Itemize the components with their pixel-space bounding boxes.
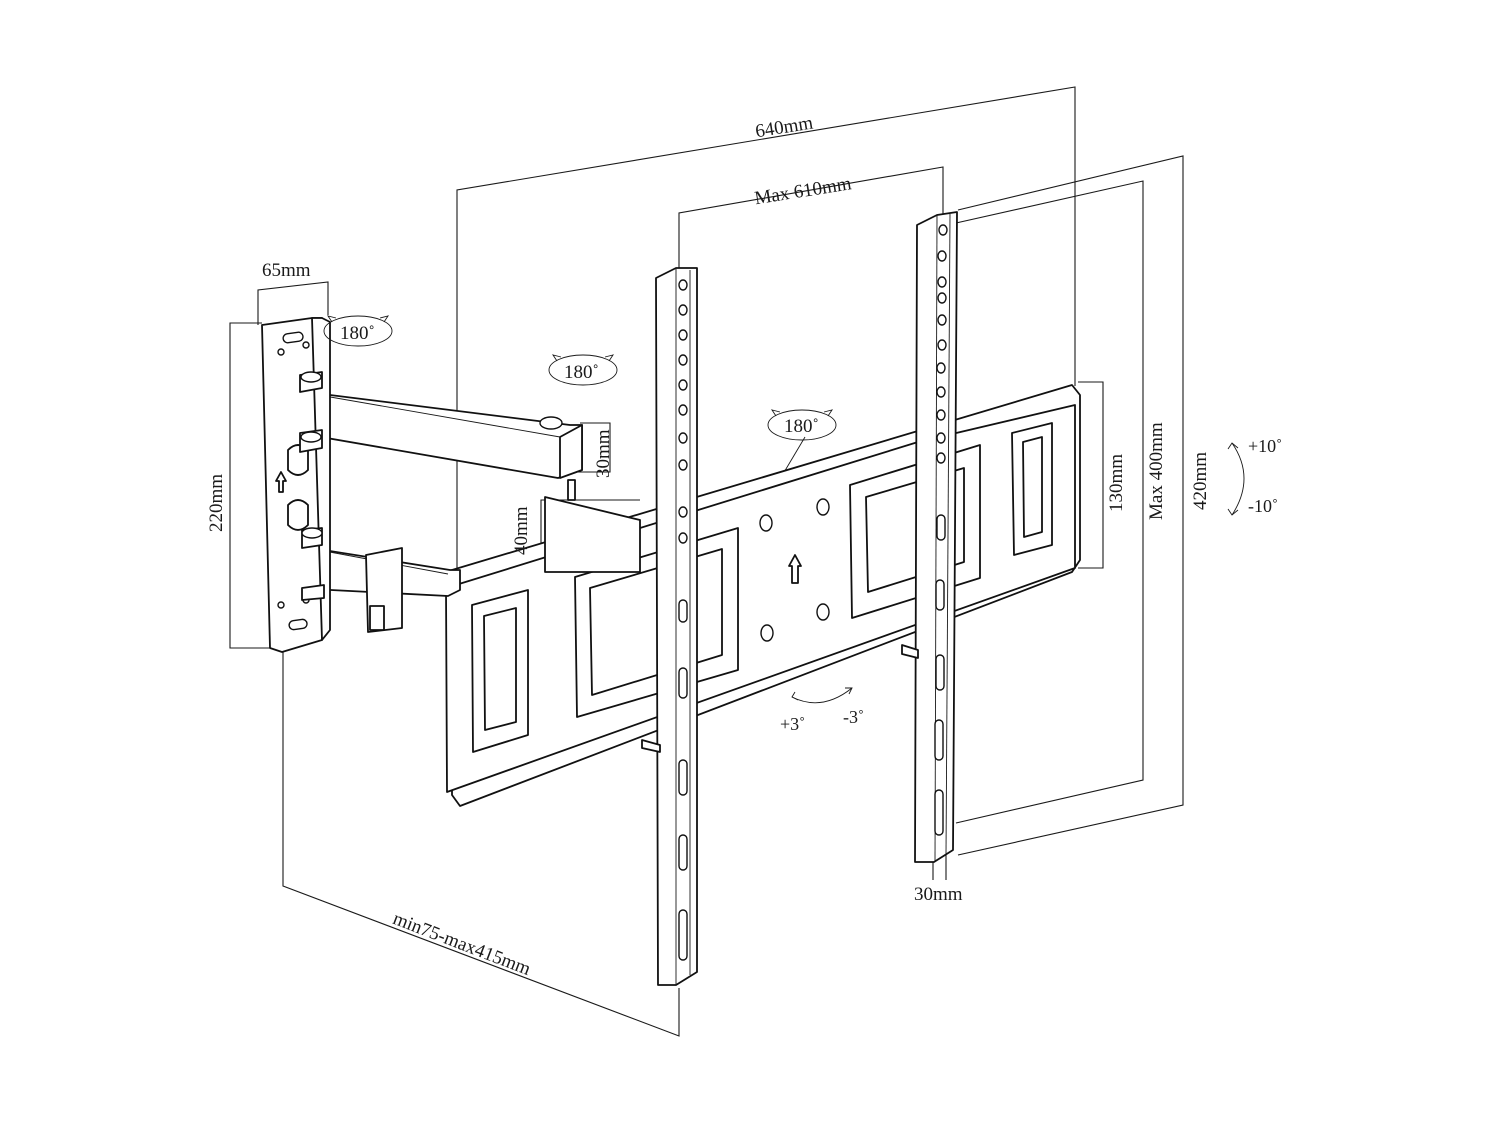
- label-arm-offset: 40mm: [511, 506, 532, 555]
- label-wall-plate-height: 220mm: [206, 474, 227, 532]
- label-tilt-up: +10˚: [1248, 436, 1282, 456]
- tv-bracket: [445, 211, 1081, 986]
- label-wall-plate-width: 65mm: [262, 260, 311, 281]
- rail-holes-right: [934, 224, 948, 836]
- label-rail-thickness: 30mm: [914, 884, 963, 905]
- label-width-overall: 640mm: [754, 112, 815, 142]
- label-vesa-max-vertical: Max 400mm: [1146, 422, 1167, 520]
- label-extension-range: min75-max415mm: [390, 908, 534, 980]
- label-swivel-mid: 180˚: [564, 362, 599, 383]
- rotation-indicators: [323, 315, 1245, 704]
- label-level-plus: +3˚: [780, 714, 805, 734]
- label-level-minus: -3˚: [843, 707, 864, 727]
- label-swivel-wall: 180˚: [340, 323, 375, 344]
- up-arrow-icon: [275, 471, 287, 493]
- wall-plate-and-arms: [261, 317, 641, 653]
- label-head-height: 130mm: [1106, 454, 1127, 512]
- label-vesa-max-horizontal: Max 610mm: [753, 173, 853, 209]
- label-height-overall: 420mm: [1190, 452, 1211, 510]
- rail-holes-left: [678, 279, 688, 961]
- up-arrow-icon: [788, 554, 802, 584]
- label-tilt-down: -10˚: [1248, 496, 1278, 516]
- dimension-lines: [229, 86, 1184, 1037]
- label-swivel-head: 180˚: [784, 416, 819, 437]
- label-arm-thickness: 30mm: [593, 429, 614, 478]
